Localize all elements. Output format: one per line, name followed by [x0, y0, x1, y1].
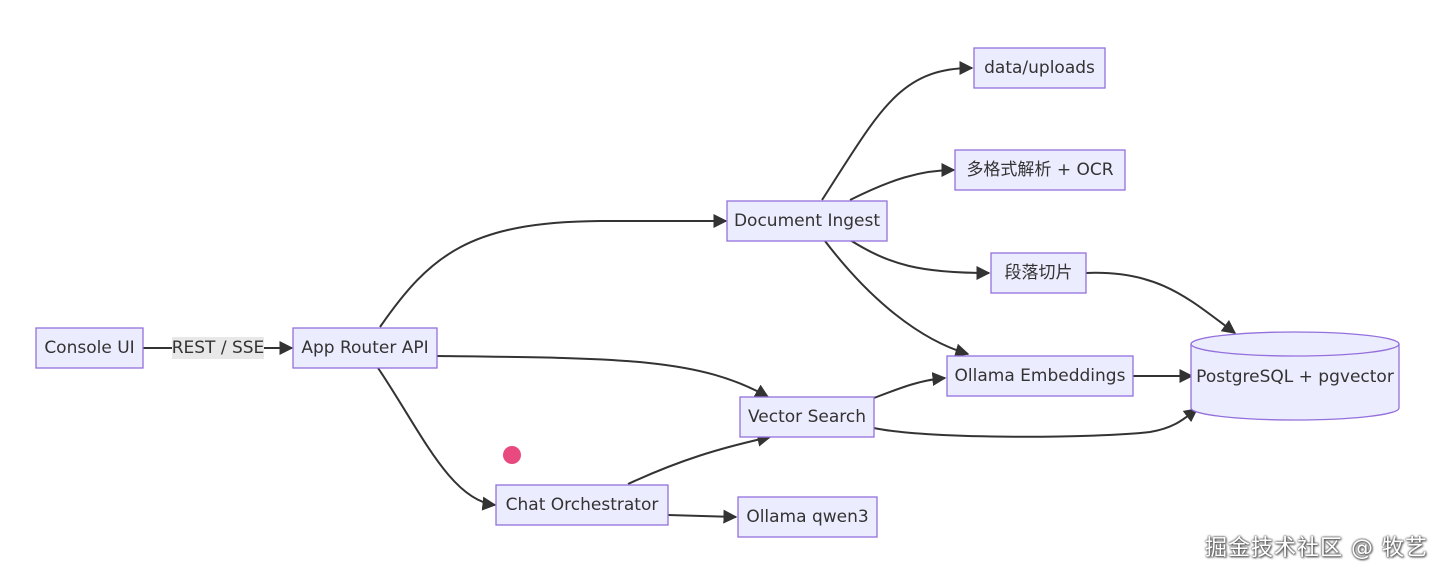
edge-ingest-to-embeddings — [824, 240, 970, 358]
node-postgresql-pgvector[interactable]: PostgreSQL + pgvector — [1190, 331, 1400, 421]
edge-ingest-to-uploads — [821, 61, 974, 201]
edge-ingest-to-chunking — [849, 239, 991, 280]
node-console-ui[interactable]: Console UI — [35, 327, 144, 369]
node-app-router-api[interactable]: App Router API — [292, 327, 438, 369]
edge-router-to-ingest — [379, 214, 728, 328]
svg-text:App Router API: App Router API — [301, 338, 428, 358]
svg-text:PostgreSQL + pgvector: PostgreSQL + pgvector — [1196, 367, 1394, 387]
svg-text:REST / SSE: REST / SSE — [172, 338, 265, 358]
svg-text:段落切片: 段落切片 — [1005, 263, 1073, 283]
svg-text:Vector Search: Vector Search — [748, 407, 866, 427]
svg-text:Ollama Embeddings: Ollama Embeddings — [955, 366, 1126, 386]
edge-router-to-chat — [377, 367, 497, 511]
svg-text:Chat Orchestrator: Chat Orchestrator — [506, 495, 659, 515]
node-vector-search[interactable]: Vector Search — [739, 396, 875, 438]
edge-ingest-to-parse — [849, 163, 956, 201]
edge-vector-search-to-embeddings — [873, 372, 947, 399]
edge-vector-search-to-postgres — [873, 408, 1199, 438]
edge-chat-to-qwen — [667, 509, 738, 524]
svg-text:Ollama qwen3: Ollama qwen3 — [746, 507, 868, 527]
node-chat-orchestrator[interactable]: Chat Orchestrator — [495, 484, 669, 526]
cursor-indicator — [503, 446, 521, 464]
svg-text:data/uploads: data/uploads — [984, 58, 1095, 78]
svg-text:Console UI: Console UI — [44, 338, 134, 358]
node-parse-ocr[interactable]: 多格式解析 + OCR — [954, 149, 1126, 191]
svg-text:Document Ingest: Document Ingest — [734, 211, 880, 231]
svg-text:多格式解析 + OCR: 多格式解析 + OCR — [966, 160, 1113, 180]
edge-chunking-to-postgres — [1085, 271, 1237, 334]
node-document-ingest[interactable]: Document Ingest — [726, 200, 888, 242]
watermark-text: 掘金技术社区 @ 牧艺 — [1205, 536, 1428, 561]
edge-label-rest-sse: REST / SSE — [172, 337, 265, 359]
node-data-uploads[interactable]: data/uploads — [973, 47, 1106, 89]
edge-router-to-vector-search — [436, 355, 770, 398]
node-chunking[interactable]: 段落切片 — [990, 252, 1087, 294]
node-ollama-qwen3[interactable]: Ollama qwen3 — [737, 496, 878, 538]
node-ollama-embeddings[interactable]: Ollama Embeddings — [946, 355, 1134, 397]
edge-chat-to-vector-search — [627, 432, 772, 485]
